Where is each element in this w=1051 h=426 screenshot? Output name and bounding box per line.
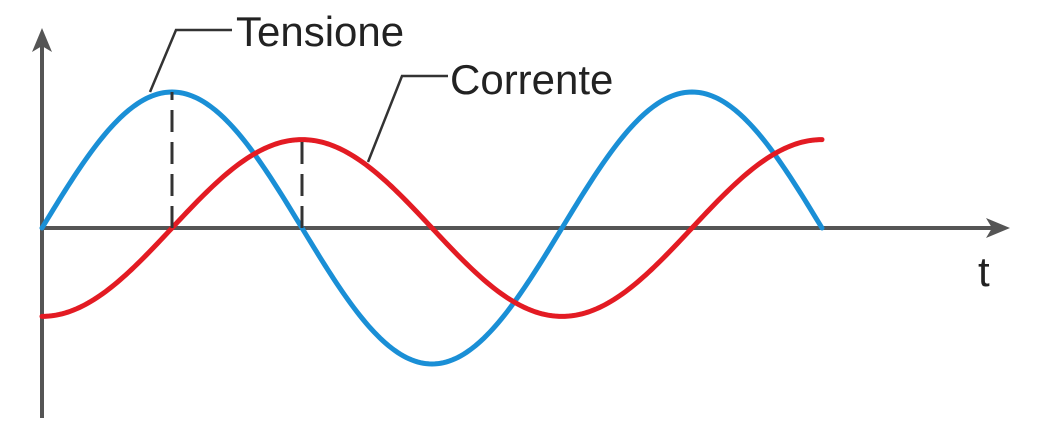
annotation-leader-tensione <box>148 28 232 93</box>
x-axis-label: t <box>978 248 990 295</box>
annotation-label-tensione: Tensione <box>236 8 404 55</box>
annotation-leader-corrente <box>366 74 448 163</box>
x-axis-arrow-icon <box>986 218 1010 238</box>
annotation-label-corrente: Corrente <box>450 56 613 103</box>
y-axis-arrow-icon <box>32 28 52 52</box>
